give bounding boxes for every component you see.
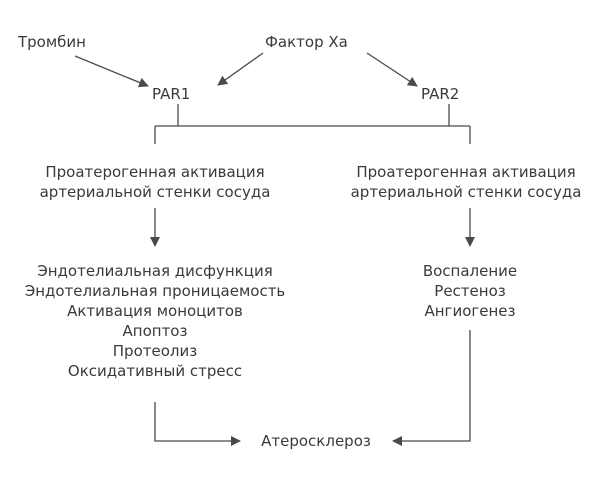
arrow-factor-xa-to-par1 (217, 52, 264, 86)
effect-item: Протеолиз (112, 342, 198, 360)
arrow-thrombin-to-par1 (74, 55, 149, 88)
effect-item: Активация моноцитов (67, 302, 243, 320)
activation-left-line: Проатерогенная активация (45, 163, 265, 181)
arrow-right-effects-to-outcome (392, 330, 471, 446)
node-par2: PAR2 (421, 85, 460, 103)
node-factor-xa: Фактор Xa (265, 33, 348, 51)
effect-item: Ангиогенез (424, 302, 516, 320)
activation-right-line: артериальной стенки сосуда (350, 183, 582, 201)
effect-item: Оксидативный стресс (67, 362, 243, 380)
arrow-factor-xa-to-par2 (366, 52, 418, 87)
node-atherosclerosis: Атеросклероз (261, 432, 371, 450)
activation-left-line: артериальной стенки сосуда (39, 183, 271, 201)
arrow-left-effects-to-outcome (154, 402, 241, 446)
effect-item: Апоптоз (122, 322, 188, 340)
node-activation-left: Проатерогенная активация артериальной ст… (40, 162, 271, 202)
effect-item: Воспаление (422, 262, 518, 280)
node-effects-right: Воспаление Рестеноз Ангиогенез (423, 261, 517, 321)
activation-right-line: Проатерогенная активация (356, 163, 576, 181)
node-effects-left: Эндотелиальная дисфункция Эндотелиальная… (25, 261, 286, 381)
node-activation-right: Проатерогенная активация артериальной ст… (351, 162, 582, 202)
effect-item: Рестеноз (434, 282, 506, 300)
effect-item: Эндотелиальная дисфункция (37, 262, 273, 280)
node-thrombin: Тромбин (18, 33, 86, 51)
effect-item: Эндотелиальная проницаемость (24, 282, 286, 300)
node-par1: PAR1 (152, 85, 191, 103)
